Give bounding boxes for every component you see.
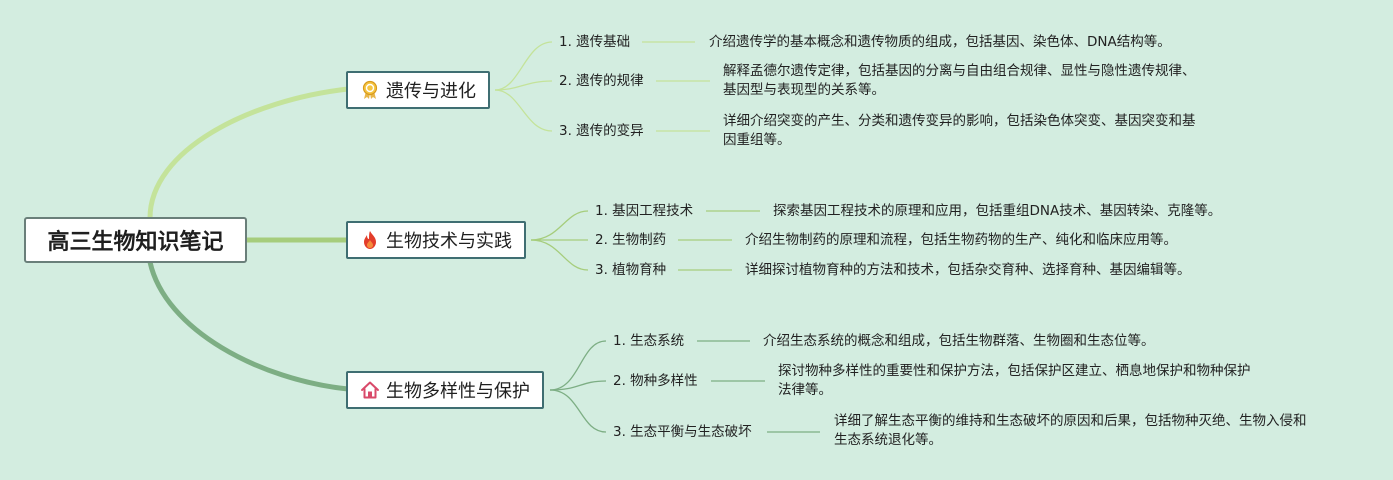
subtopic-label[interactable]: 2. 物种多样性 bbox=[613, 373, 698, 389]
subtopic-label[interactable]: 2. 生物制药 bbox=[595, 232, 667, 248]
subtopic-label[interactable]: 3. 遗传的变异 bbox=[559, 123, 644, 139]
branch-title-biodiversity: 生物多样性与保护 bbox=[386, 381, 530, 402]
subtopic-label[interactable]: 1. 遗传基础 bbox=[559, 34, 631, 50]
home-icon bbox=[361, 381, 379, 399]
award-ribbon-icon bbox=[362, 80, 378, 99]
root-node[interactable]: 高三生物知识笔记 bbox=[24, 217, 247, 263]
root-title: 高三生物知识笔记 bbox=[47, 230, 224, 255]
fire-icon bbox=[364, 231, 376, 249]
subtopic-description: 解释孟德尔遗传定律，包括基因的分离与自由组合规律、显性与隐性遗传规律、 基因型与… bbox=[723, 63, 1196, 98]
branch-title-genetics: 遗传与进化 bbox=[386, 81, 476, 102]
subtopic-label[interactable]: 3. 生态平衡与生态破坏 bbox=[613, 424, 752, 440]
branch-node-genetics[interactable]: 遗传与进化 bbox=[346, 71, 490, 109]
subtopic-description: 介绍遗传学的基本概念和遗传物质的组成，包括基因、染色体、DNA结构等。 bbox=[709, 34, 1171, 50]
branch-node-biotech[interactable]: 生物技术与实践 bbox=[346, 221, 526, 259]
sub-connectors-biodiversity bbox=[549, 340, 820, 433]
sub-connectors-genetics bbox=[494, 41, 710, 132]
subtopic-label[interactable]: 2. 遗传的规律 bbox=[559, 73, 644, 89]
sub-connectors-biotech bbox=[530, 210, 760, 271]
subtopic-description: 详细了解生态平衡的维持和生态破坏的原因和后果，包括物种灭绝、生物入侵和 生态系统… bbox=[834, 413, 1307, 448]
subtopic-label[interactable]: 1. 生态系统 bbox=[613, 333, 685, 349]
branch-node-biodiversity[interactable]: 生物多样性与保护 bbox=[346, 371, 544, 409]
subtopic-description: 介绍生物制药的原理和流程，包括生物药物的生产、纯化和临床应用等。 bbox=[745, 232, 1177, 248]
branch-title-biotech: 生物技术与实践 bbox=[386, 231, 512, 252]
subtopic-description: 详细探讨植物育种的方法和技术，包括杂交育种、选择育种、基因编辑等。 bbox=[745, 262, 1191, 278]
subtopic-label[interactable]: 3. 植物育种 bbox=[595, 262, 667, 278]
subtopic-label[interactable]: 1. 基因工程技术 bbox=[595, 203, 694, 219]
subtopic-description: 介绍生态系统的概念和组成，包括生物群落、生物圈和生态位等。 bbox=[763, 333, 1155, 349]
subtopic-description: 探讨物种多样性的重要性和保护方法，包括保护区建立、栖息地保护和物种保护 法律等。 bbox=[778, 363, 1251, 398]
subtopic-description: 探索基因工程技术的原理和应用，包括重组DNA技术、基因转染、克隆等。 bbox=[773, 203, 1222, 219]
subtopic-description: 详细介绍突变的产生、分类和遗传变异的影响，包括染色体突变、基因突变和基 因重组等… bbox=[723, 113, 1196, 148]
branch-connector-biodiversity bbox=[147, 259, 351, 392]
branch-connector-genetics bbox=[147, 86, 351, 221]
